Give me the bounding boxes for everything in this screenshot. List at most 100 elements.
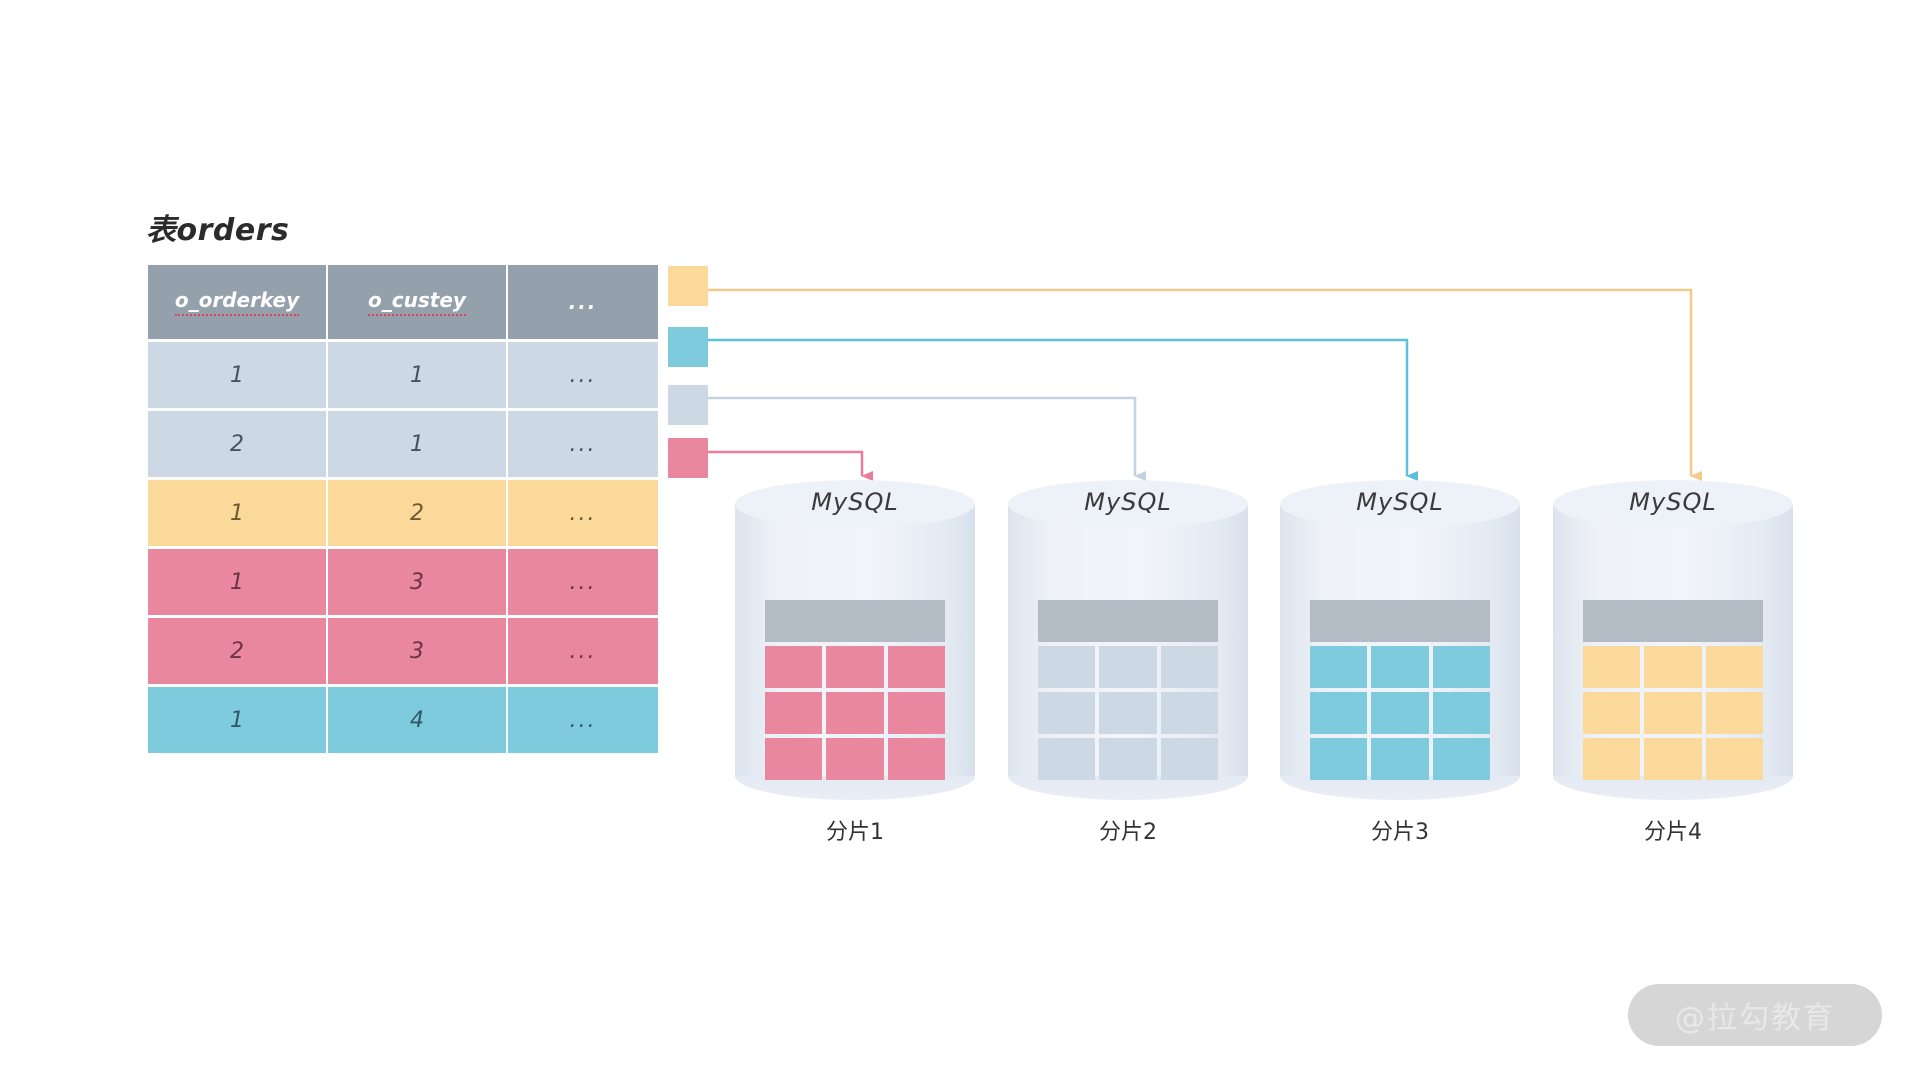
cell-custey: 4 (328, 687, 506, 753)
cylinder-top (1553, 480, 1793, 528)
mini-table-cell (1705, 738, 1763, 780)
mini-table-cell (1099, 646, 1157, 688)
mini-table-cell (765, 646, 823, 688)
cylinder-top (735, 480, 975, 528)
shard-3[interactable]: MySQL 分片3 (1280, 480, 1520, 845)
mini-table-cell (1583, 646, 1641, 688)
mini-table-cell (1371, 692, 1429, 734)
shard-mini-table (765, 600, 945, 780)
mini-table-cell (1099, 692, 1157, 734)
legend-swatch-yellow (668, 266, 708, 306)
database-cylinder: MySQL (735, 480, 975, 800)
cell-custey: 3 (328, 549, 506, 615)
mini-table-cell (1160, 692, 1218, 734)
mini-table-cell (765, 738, 823, 780)
mini-table-row (1583, 692, 1763, 734)
mini-table-cell (765, 692, 823, 734)
mini-table-header (765, 600, 945, 642)
mini-table-cell (1310, 692, 1368, 734)
database-cylinder: MySQL (1553, 480, 1793, 800)
cell-extra: ... (508, 411, 658, 477)
mini-table-row (1583, 646, 1763, 688)
mini-table-row (765, 646, 945, 688)
arrow-yellow-to-shard4 (708, 288, 1702, 481)
mini-table-cell (1705, 692, 1763, 734)
mini-table-row (1583, 738, 1763, 780)
cell-orderkey: 1 (148, 342, 326, 408)
database-engine-label: MySQL (1629, 488, 1717, 516)
arrow-cyan-to-shard3 (708, 338, 1418, 481)
mini-table-cell (1432, 646, 1490, 688)
mini-table-cell (1038, 738, 1096, 780)
mini-table-row (1310, 692, 1490, 734)
mini-table-cell (826, 646, 884, 688)
column-header-o-custey-label: o_custey (368, 288, 466, 316)
cell-extra: ... (508, 342, 658, 408)
table-row: 1 3 ... (148, 549, 658, 615)
mini-table-cell (826, 692, 884, 734)
database-engine-label: MySQL (1084, 488, 1172, 516)
column-header-o-custey: o_custey (328, 265, 506, 339)
watermark-text: @拉勾教育 (1675, 1001, 1835, 1036)
table-row: 1 4 ... (148, 687, 658, 753)
cell-custey: 3 (328, 618, 506, 684)
cell-custey: 1 (328, 411, 506, 477)
cell-orderkey: 2 (148, 618, 326, 684)
cell-custey: 1 (328, 342, 506, 408)
cylinder-top (1008, 480, 1248, 528)
column-header-ellipsis: ... (508, 265, 658, 339)
mini-table-cell (1038, 692, 1096, 734)
cell-custey: 2 (328, 480, 506, 546)
database-engine-label: MySQL (1356, 488, 1444, 516)
shard-mini-table (1583, 600, 1763, 780)
mini-table-cell (1371, 738, 1429, 780)
cell-extra: ... (508, 549, 658, 615)
mini-table-row (1310, 738, 1490, 780)
shard-1[interactable]: MySQL 分片1 (735, 480, 975, 845)
mini-table-row (765, 738, 945, 780)
database-cylinder: MySQL (1280, 480, 1520, 800)
mini-table-cell (1310, 646, 1368, 688)
mini-table-cell (887, 738, 945, 780)
table-row: 1 1 ... (148, 342, 658, 408)
column-header-o-orderkey-label: o_orderkey (174, 288, 300, 316)
column-header-ellipsis-label: ... (568, 290, 598, 314)
source-table-block: 表orders o_orderkey o_custey ... (146, 216, 666, 756)
mini-table-cell (1371, 646, 1429, 688)
shard-mini-table (1038, 600, 1218, 780)
mini-table-row (1310, 646, 1490, 688)
arrow-pink-to-shard1 (708, 450, 873, 481)
mini-table-cell (826, 738, 884, 780)
mini-table-cell (1160, 738, 1218, 780)
cell-orderkey: 2 (148, 411, 326, 477)
shard-mini-table (1310, 600, 1490, 780)
mini-table-cell (1160, 646, 1218, 688)
watermark-badge: @拉勾教育 (1628, 984, 1882, 1046)
shard-2[interactable]: MySQL 分片2 (1008, 480, 1248, 845)
shard-label: 分片4 (1644, 820, 1702, 845)
legend-swatch-cyan (668, 327, 708, 367)
legend-swatch-pink (668, 438, 708, 478)
mini-table-cell (1432, 692, 1490, 734)
mini-table-row (1038, 692, 1218, 734)
mini-table-cell (1310, 738, 1368, 780)
table-row: 2 1 ... (148, 411, 658, 477)
mini-table-cell (1644, 692, 1702, 734)
legend-swatch-gray (668, 385, 708, 425)
table-header-row: o_orderkey o_custey ... (148, 265, 658, 339)
shard-label: 分片1 (826, 820, 884, 845)
cell-orderkey: 1 (148, 480, 326, 546)
mini-table-row (765, 692, 945, 734)
shard-label: 分片2 (1099, 820, 1157, 845)
shard-4[interactable]: MySQL 分片4 (1553, 480, 1793, 845)
mini-table-header (1310, 600, 1490, 642)
database-cylinder: MySQL (1008, 480, 1248, 800)
shard-label: 分片3 (1371, 820, 1429, 845)
mini-table-row (1038, 646, 1218, 688)
mini-table-cell (887, 692, 945, 734)
arrow-gray-to-shard2 (708, 396, 1146, 481)
orders-table: o_orderkey o_custey ... 1 1 ... (146, 262, 660, 756)
table-row: 2 3 ... (148, 618, 658, 684)
mini-table-header (1038, 600, 1218, 642)
